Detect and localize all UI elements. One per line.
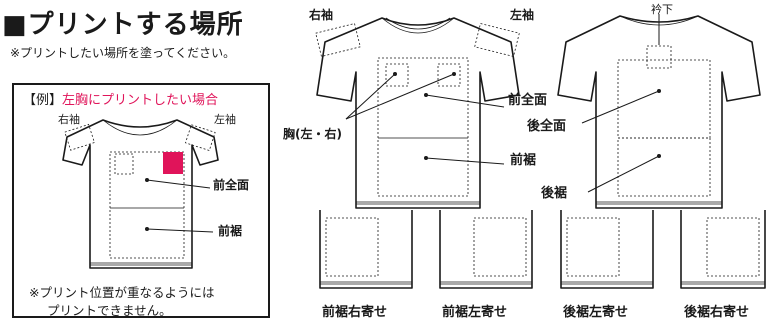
front-left-sleeve-label: 左袖 <box>510 8 535 22</box>
hem-panel-4 <box>680 210 766 289</box>
hem-panel-label-4: 後裾右寄せ <box>684 305 750 320</box>
example-front-hem-label: 前裾 <box>218 224 243 238</box>
page-title: ■プリントする場所 <box>2 10 244 40</box>
front-full-label: 前全面 <box>508 93 548 108</box>
hem-panel-1 <box>319 210 413 289</box>
example-heading: 【例】左胸にプリントしたい場合 <box>23 89 218 108</box>
overlap-note-line2: プリントできません。 <box>47 303 172 318</box>
back-shirt <box>557 14 761 209</box>
example-bracket-open: 【 <box>23 93 37 108</box>
hem-panel-3 <box>560 210 654 289</box>
front-right-sleeve-label: 右袖 <box>309 8 334 22</box>
hem-panel-label-2: 前裾左寄せ <box>442 305 508 320</box>
back-full-label: 後全面 <box>527 119 567 134</box>
example-left-chest-highlight <box>163 152 183 174</box>
example-left-sleeve-label: 左袖 <box>214 113 236 126</box>
example-bracket-close: 】 <box>49 93 63 108</box>
example-right-sleeve-label: 右袖 <box>58 113 80 126</box>
example-front-full-label: 前全面 <box>213 178 250 192</box>
hem-panel-2 <box>439 210 533 289</box>
example-box <box>12 83 270 318</box>
example-shirt <box>62 119 219 269</box>
example-description: 左胸にプリントしたい場合 <box>62 93 219 108</box>
front-hem-label: 前裾 <box>510 153 537 168</box>
back-hem-label: 後裾 <box>541 186 568 201</box>
chest-label: 胸(左・右) <box>283 127 342 141</box>
collar-bottom-label: 衿下 <box>651 3 673 16</box>
hem-panel-label-1: 前裾右寄せ <box>322 305 388 320</box>
example-word: 例 <box>36 93 50 108</box>
instruction-text: ※プリントしたい場所を塗ってください。 <box>10 46 236 60</box>
hem-panel-label-3: 後裾左寄せ <box>563 305 629 320</box>
front-shirt <box>315 17 520 209</box>
overlap-note-line1: ※プリント位置が重なるようには <box>29 285 215 300</box>
